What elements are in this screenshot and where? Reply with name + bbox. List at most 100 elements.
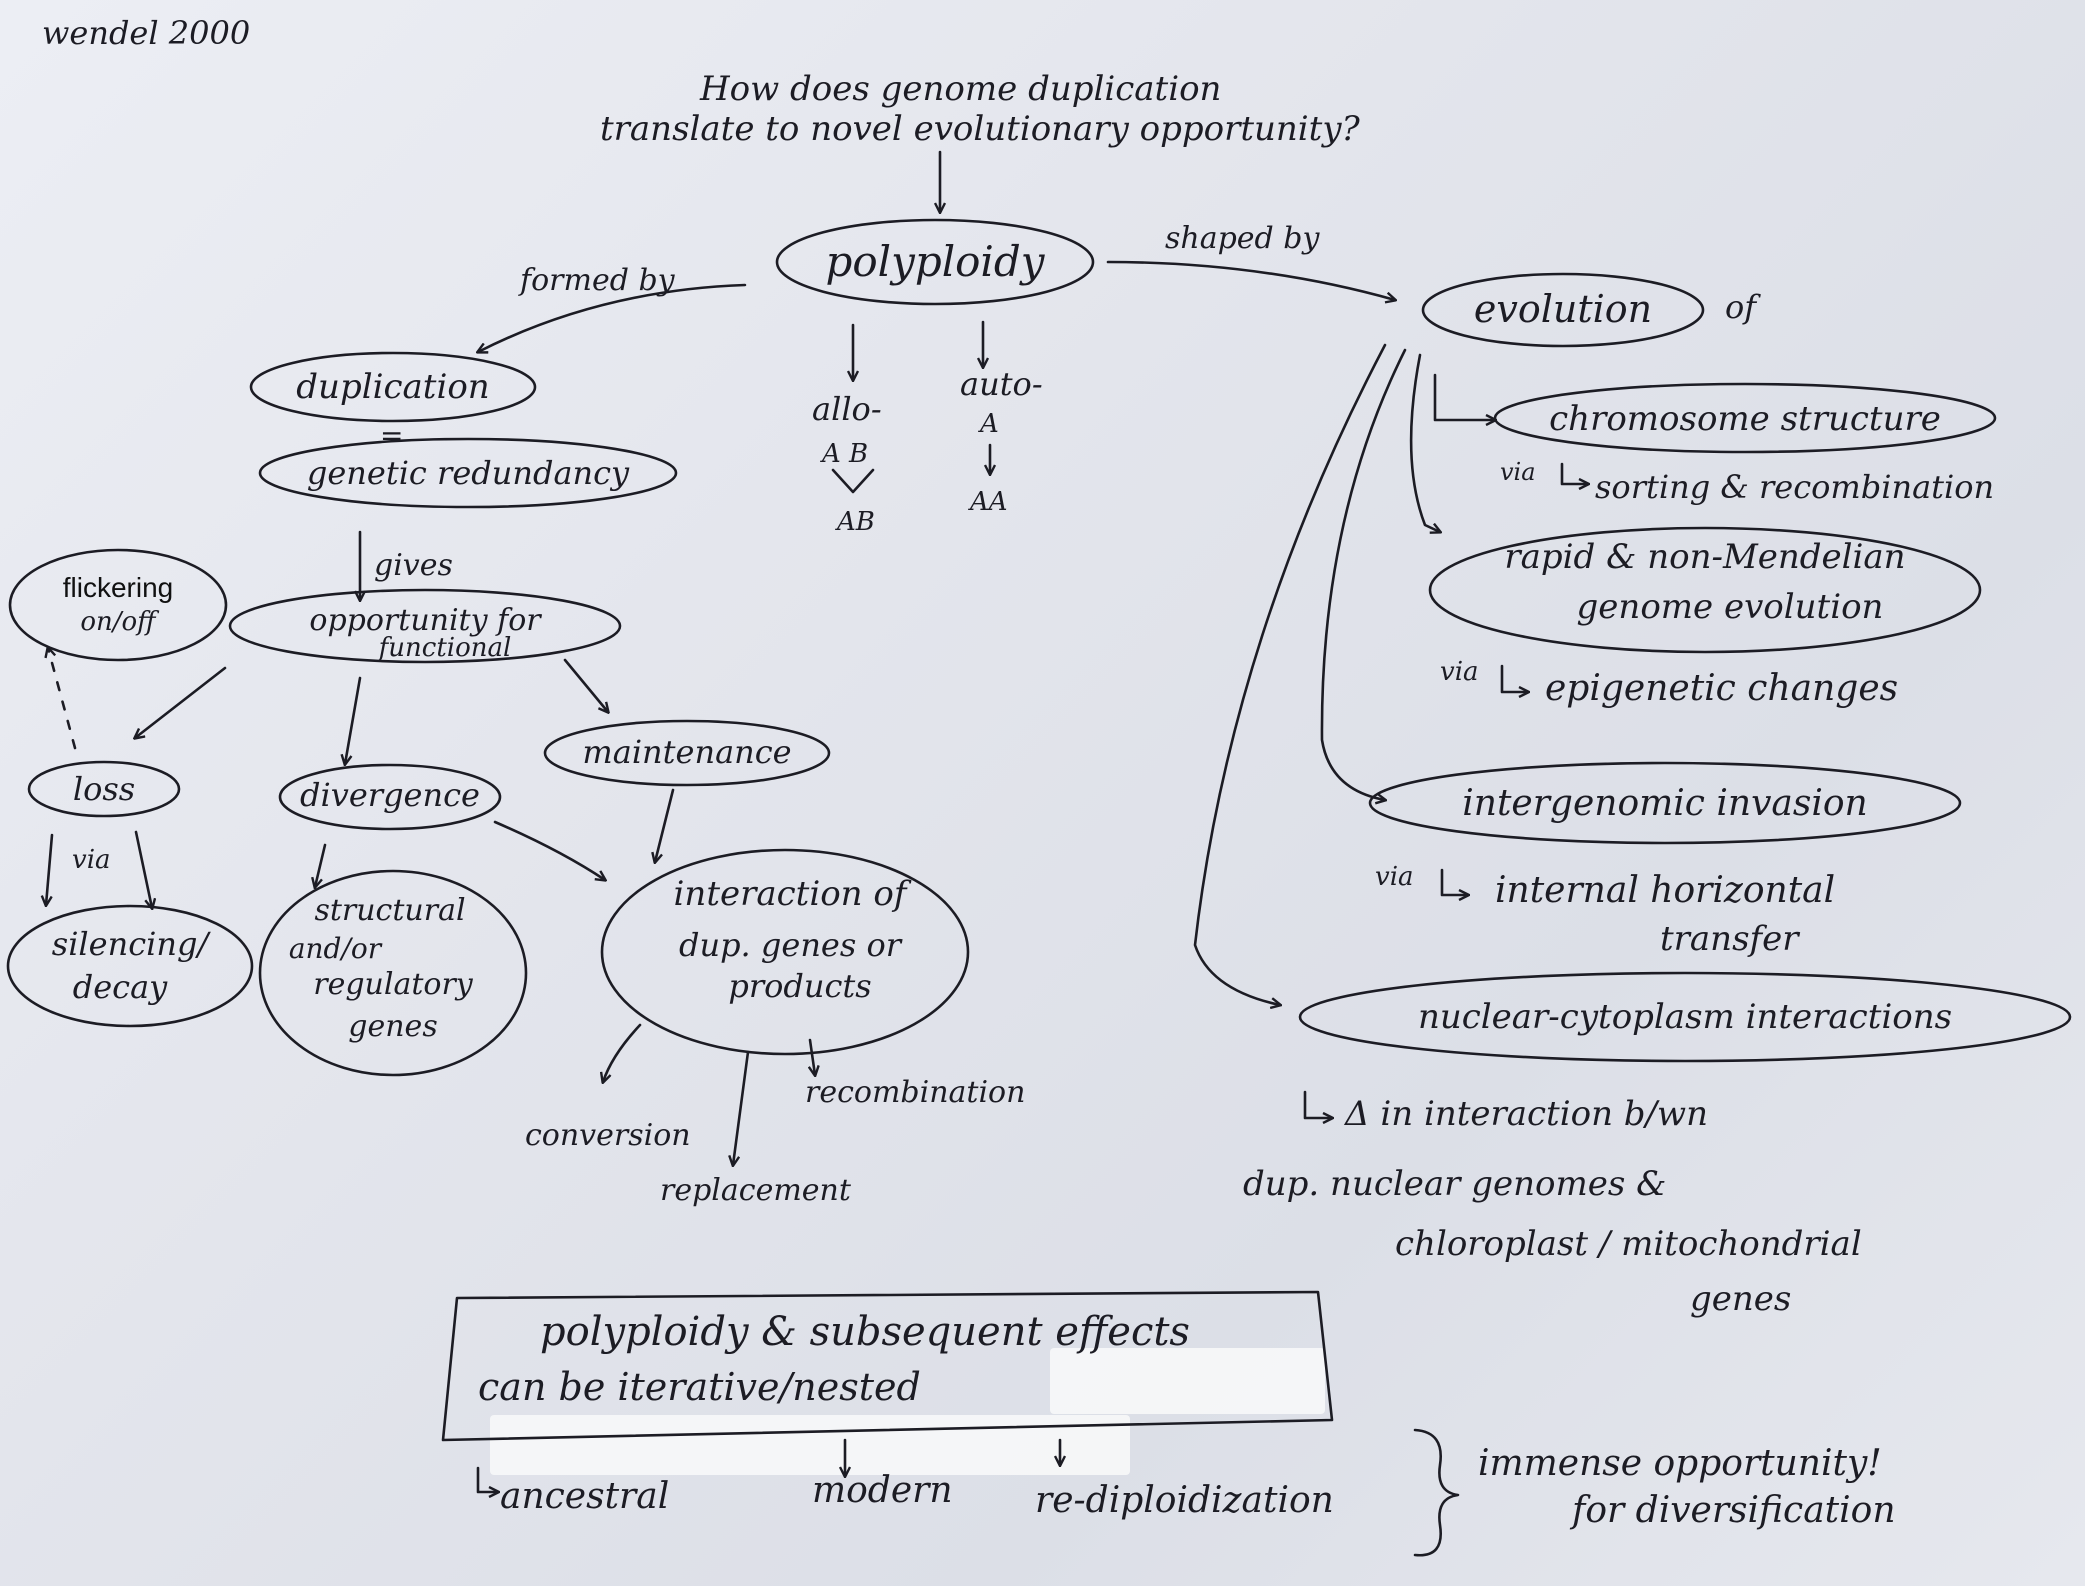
- equals-sign: =: [380, 419, 403, 452]
- silencing-line-1: silencing/: [52, 925, 212, 963]
- interaction-line-1: interaction of: [674, 874, 912, 914]
- duplication-oval: [249, 351, 537, 423]
- evolution-of: of: [1725, 288, 1761, 326]
- recombination-label: recombination: [805, 1075, 1025, 1110]
- delta-line-3: chloroplast / mitochondrial: [1395, 1224, 1862, 1264]
- divergence-oval: [278, 763, 502, 831]
- arrow-divergence-to-interaction: [493, 820, 605, 880]
- intergenomic-oval: [1368, 761, 1962, 845]
- structural-line-1: structural: [314, 893, 465, 928]
- auto-label: auto-: [960, 365, 1043, 403]
- via-label-loss: via: [72, 845, 111, 875]
- chromosome-oval: [1493, 382, 1997, 454]
- arrow-interaction-to-conversion: [603, 1023, 642, 1082]
- opportunity-oval: [228, 588, 622, 664]
- loss-label: loss: [73, 770, 135, 808]
- via-2: via: [1440, 657, 1479, 687]
- silencing-oval: [6, 904, 254, 1028]
- delta-line-2: dup. nuclear genomes &: [1243, 1164, 1666, 1204]
- arrow-evolution-to-nuclear: [1193, 343, 1387, 1005]
- epigenetic-label: epigenetic changes: [1545, 668, 1898, 709]
- summary-line-1: polyploidy & subsequent effects: [540, 1309, 1190, 1355]
- rapid-oval: [1428, 526, 1982, 654]
- redundancy-label: genetic redundancy: [307, 454, 630, 492]
- arrow-maintenance-to-interaction: [655, 788, 675, 862]
- polyploidy-label: polyploidy: [826, 237, 1046, 286]
- citation: wendel 2000: [42, 14, 250, 52]
- arrow-evolution-to-chromosome: [1433, 373, 1495, 420]
- hook-arrow-internal: [1440, 868, 1468, 895]
- internal-line-2: transfer: [1660, 919, 1800, 959]
- dashed-loss-to-flickering: [48, 648, 77, 750]
- redundancy-oval: [258, 437, 678, 509]
- arrow-evolution-to-intergenomic: [1320, 348, 1407, 800]
- maintenance-label: maintenance: [582, 733, 791, 771]
- intergenomic-label: intergenomic invasion: [1462, 783, 1868, 824]
- delta-line-4: genes: [1690, 1279, 1791, 1319]
- opportunity-line-1: opportunity for: [309, 603, 542, 638]
- hook-arrow-ancestral: [476, 1466, 498, 1492]
- silencing-line-2: decay: [73, 968, 168, 1006]
- structural-line-4: genes: [348, 1009, 437, 1044]
- tape-strip-bottom: [490, 1415, 1130, 1475]
- structural-line-3: regulatory: [313, 967, 474, 1002]
- arrow-opportunity-to-divergence: [345, 676, 362, 764]
- immense-line-2: for diversification: [1569, 1490, 1896, 1531]
- hook-arrow-sorting: [1560, 462, 1588, 484]
- arrow-interaction-to-replacement: [733, 1050, 750, 1165]
- summary-box: [441, 1290, 1334, 1442]
- arrow-polyploidy-to-evolution: [1106, 260, 1395, 300]
- allo-label: allo-: [812, 390, 882, 428]
- via-3: via: [1375, 862, 1414, 892]
- rapid-line-2: genome evolution: [1577, 587, 1884, 627]
- via-1: via: [1500, 458, 1536, 486]
- arrow-opportunity-to-loss: [135, 666, 227, 738]
- divergence-label: divergence: [300, 776, 480, 814]
- nuclear-label: nuclear-cytoplasm interactions: [1418, 997, 1952, 1037]
- delta-line-1: Δ in interaction b/wn: [1343, 1094, 1708, 1134]
- interaction-line-2: dup. genes or: [679, 926, 903, 964]
- immense-line-1: immense opportunity!: [1478, 1443, 1882, 1484]
- allo-merge-arrow: [831, 468, 875, 494]
- flickering-label: flickering: [63, 572, 173, 603]
- formed-by-label: formed by: [518, 263, 676, 298]
- arrow-evolution-to-rapid: [1409, 353, 1440, 532]
- opportunity-line-2: functional: [377, 633, 512, 663]
- modern-label: modern: [812, 1470, 953, 1511]
- loss-oval: [27, 760, 181, 818]
- hook-arrow-epigenetic: [1500, 664, 1528, 692]
- question-line-1: How does genome duplication: [699, 69, 1221, 109]
- internal-line-1: internal horizontal: [1495, 870, 1835, 911]
- evolution-label: evolution: [1474, 287, 1652, 331]
- sorting-label: sorting & recombination: [1595, 468, 1994, 506]
- allo-parents: A B: [820, 439, 868, 469]
- structural-oval: [258, 869, 528, 1077]
- ancestral-label: ancestral: [500, 1476, 669, 1517]
- arrow-opportunity-to-maintenance: [563, 658, 608, 712]
- conversion-label: conversion: [525, 1118, 691, 1153]
- tape-strip-box-right: [1050, 1348, 1325, 1414]
- arrow-loss-to-silencing-a: [46, 833, 54, 905]
- rediploid-label: re-diploidization: [1035, 1480, 1334, 1521]
- allo-result: AB: [835, 507, 875, 537]
- summary-line-2: can be iterative/nested: [478, 1365, 921, 1409]
- shaped-by-label: shaped by: [1165, 221, 1321, 256]
- gives-label: gives: [374, 548, 453, 583]
- evolution-oval: [1421, 272, 1705, 348]
- flickering-oval: [8, 548, 228, 662]
- nuclear-oval: [1298, 971, 2072, 1063]
- auto-parent: A: [978, 409, 999, 439]
- question-line-2: translate to novel evolutionary opportun…: [600, 109, 1361, 149]
- maintenance-oval: [543, 719, 831, 787]
- hook-arrow-delta: [1303, 1090, 1332, 1118]
- arrow-divergence-to-structural: [315, 843, 327, 887]
- arrow-loss-to-silencing-b: [134, 830, 152, 908]
- arrow-polyploidy-to-duplication: [478, 283, 747, 352]
- arrow-interaction-to-recombination: [810, 1038, 815, 1075]
- polyploidy-oval: [775, 218, 1095, 306]
- curly-brace: [1413, 1428, 1460, 1557]
- chromosome-label: chromosome structure: [1549, 399, 1941, 439]
- structural-line-2: and/or: [289, 932, 383, 965]
